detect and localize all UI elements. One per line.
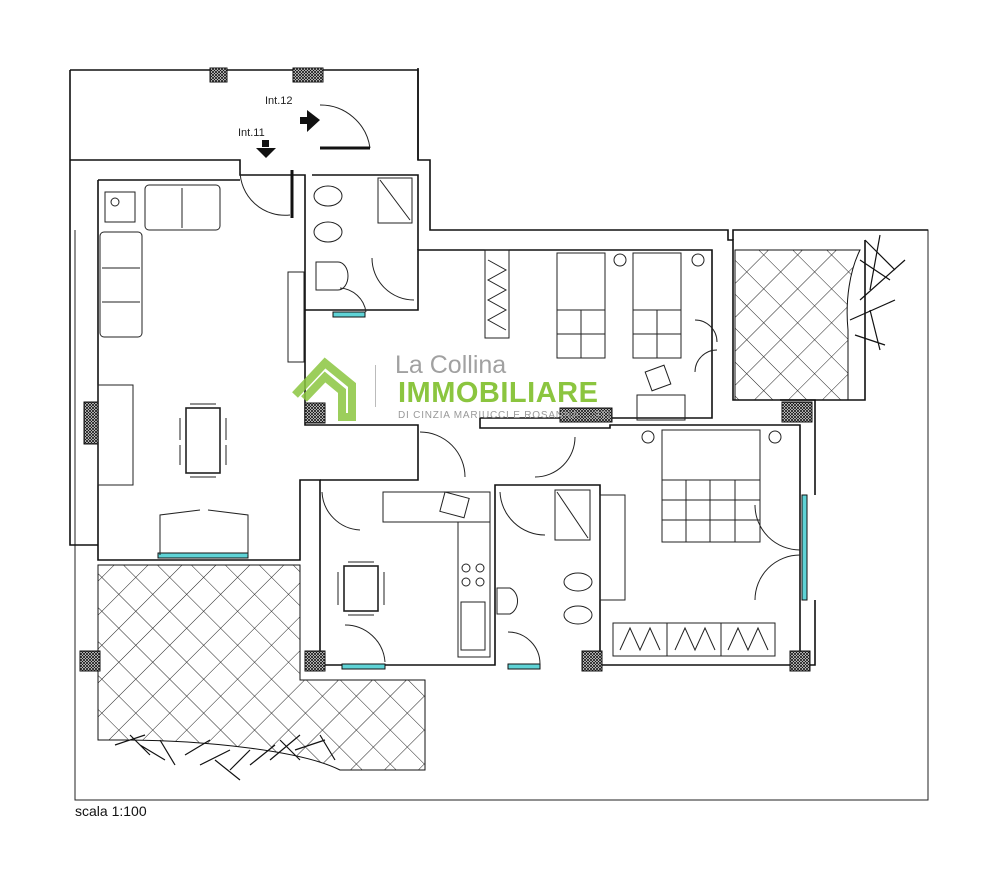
- terrace-southwest: [97, 564, 426, 771]
- logo-line2: IMMOBILIARE: [398, 377, 599, 409]
- logo-line3: DI CINZIA MARIUCCI E ROSANNA ...STI: [398, 410, 612, 421]
- plants: [114, 234, 906, 781]
- watermark-logo: La Collina IMMOBILIARE DI CINZIA MARIUCC…: [290, 351, 630, 430]
- pillars: [79, 67, 813, 672]
- logo-line1: La Collina: [395, 351, 507, 379]
- scale-label: scala 1:100: [75, 803, 147, 819]
- unit-label-int11: Int.11: [238, 127, 265, 139]
- walls: [69, 68, 928, 666]
- door-swings: [159, 104, 801, 665]
- logo-divider: [375, 365, 376, 407]
- house-logo-icon: [292, 357, 356, 421]
- terrace-northeast: [734, 249, 861, 401]
- furniture: [97, 177, 782, 658]
- unit-label-int12: Int.12: [265, 95, 293, 107]
- entrance-arrow-icons: [256, 110, 320, 158]
- windows: [157, 311, 808, 670]
